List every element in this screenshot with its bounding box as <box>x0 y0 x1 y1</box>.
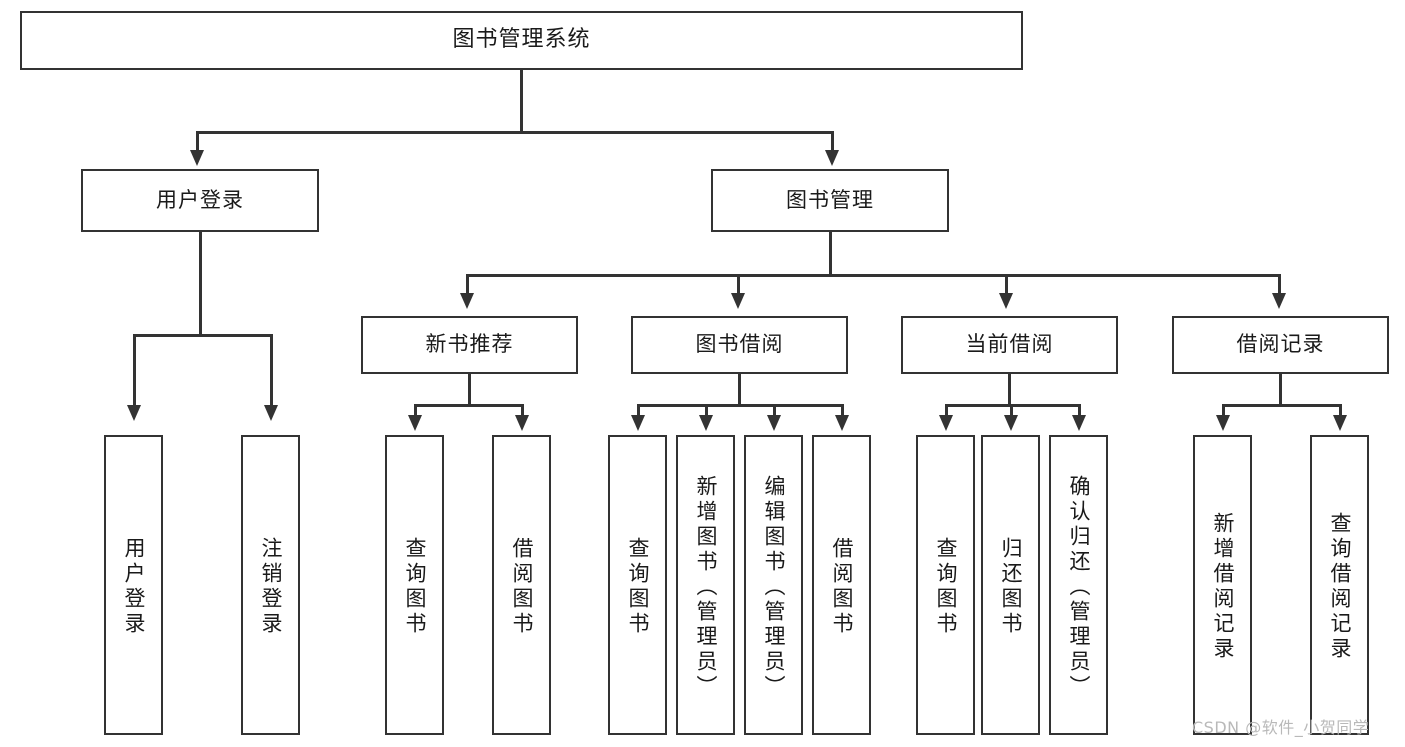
edge-book-borrow-drop-1 <box>637 404 640 418</box>
edge-current-borrow-bus <box>945 404 1081 407</box>
leaf-edit-book-admin-label: 编辑图书（管理员） <box>762 474 786 700</box>
node-current-borrow-label: 当前借阅 <box>965 332 1054 357</box>
arrow-to-book-mgmt <box>825 150 839 166</box>
edge-root-to-user-login <box>196 131 199 153</box>
edge-book-borrow-drop-3 <box>773 404 776 418</box>
edge-book-mgmt-drop-1 <box>466 274 469 296</box>
leaf-logout[interactable]: 注销登录 <box>241 435 300 735</box>
node-new-book-recommend-label: 新书推荐 <box>425 332 514 357</box>
edge-book-mgmt-stem <box>829 232 832 276</box>
edge-book-borrow-bus <box>637 404 844 407</box>
edge-user-login-drop-2 <box>270 334 273 408</box>
edge-new-book-rec-drop-1 <box>414 404 417 418</box>
leaf-logout-label: 注销登录 <box>259 537 283 637</box>
edge-user-login-stem <box>199 232 202 336</box>
edge-borrow-record-bus <box>1222 404 1341 407</box>
leaf-query-book-3-label: 查询图书 <box>934 537 958 637</box>
leaf-query-book-1[interactable]: 查询图书 <box>385 435 444 735</box>
leaf-query-book-2-label: 查询图书 <box>626 537 650 637</box>
leaf-query-borrow-record-label: 查询借阅记录 <box>1328 512 1352 662</box>
node-user-login[interactable]: 用户登录 <box>81 169 319 232</box>
edge-user-login-bus <box>133 334 272 337</box>
edge-borrow-record-stem <box>1279 374 1282 406</box>
edge-book-borrow-drop-4 <box>841 404 844 418</box>
leaf-query-book-3[interactable]: 查询图书 <box>916 435 975 735</box>
leaf-confirm-return-admin[interactable]: 确认归还（管理员） <box>1049 435 1108 735</box>
edge-user-login-drop-1 <box>133 334 136 408</box>
leaf-confirm-return-admin-label: 确认归还（管理员） <box>1067 474 1091 700</box>
edge-root-to-book-mgmt <box>831 131 834 153</box>
node-current-borrow[interactable]: 当前借阅 <box>901 316 1118 374</box>
edge-borrow-record-drop-2 <box>1339 404 1342 418</box>
leaf-query-book-2[interactable]: 查询图书 <box>608 435 667 735</box>
edge-root-stem <box>520 70 523 133</box>
node-book-management[interactable]: 图书管理 <box>711 169 949 232</box>
arrow-to-borrow-record <box>1272 293 1286 309</box>
arrow-to-new-book-rec <box>460 293 474 309</box>
arrow-to-leaf-confirm-return-admin <box>1072 415 1086 431</box>
node-book-management-label: 图书管理 <box>786 187 874 212</box>
arrow-to-leaf-borrow-book-1 <box>515 415 529 431</box>
leaf-edit-book-admin[interactable]: 编辑图书（管理员） <box>744 435 803 735</box>
arrow-to-leaf-query-book-1 <box>408 415 422 431</box>
arrow-to-leaf-borrow-book-2 <box>835 415 849 431</box>
leaf-query-book-1-label: 查询图书 <box>403 537 427 637</box>
leaf-borrow-book-2[interactable]: 借阅图书 <box>812 435 871 735</box>
leaf-return-book[interactable]: 归还图书 <box>981 435 1040 735</box>
leaf-borrow-book-1-label: 借阅图书 <box>510 537 534 637</box>
edge-book-mgmt-drop-3 <box>1005 274 1008 296</box>
leaf-add-borrow-record-label: 新增借阅记录 <box>1211 512 1235 662</box>
leaf-borrow-book-1[interactable]: 借阅图书 <box>492 435 551 735</box>
edge-book-mgmt-bus <box>466 274 1280 277</box>
node-root-label: 图书管理系统 <box>452 27 591 53</box>
node-book-borrow[interactable]: 图书借阅 <box>631 316 848 374</box>
node-borrow-record[interactable]: 借阅记录 <box>1172 316 1389 374</box>
leaf-borrow-book-2-label: 借阅图书 <box>830 537 854 637</box>
edge-book-borrow-drop-2 <box>705 404 708 418</box>
arrow-to-leaf-edit-book-admin <box>767 415 781 431</box>
leaf-return-book-label: 归还图书 <box>999 537 1023 637</box>
node-user-login-label: 用户登录 <box>156 187 244 212</box>
leaf-add-book-admin[interactable]: 新增图书（管理员） <box>676 435 735 735</box>
arrow-to-leaf-add-borrow-record <box>1216 415 1230 431</box>
edge-current-borrow-drop-3 <box>1078 404 1081 418</box>
leaf-add-book-admin-label: 新增图书（管理员） <box>694 474 718 700</box>
arrow-to-leaf-add-book-admin <box>699 415 713 431</box>
arrow-to-leaf-query-book-2 <box>631 415 645 431</box>
node-book-borrow-label: 图书借阅 <box>695 332 784 357</box>
arrow-to-leaf-query-book-3 <box>939 415 953 431</box>
edge-book-mgmt-drop-4 <box>1278 274 1281 296</box>
leaf-add-borrow-record[interactable]: 新增借阅记录 <box>1193 435 1252 735</box>
edge-current-borrow-stem <box>1008 374 1011 406</box>
arrow-to-leaf-logout <box>264 405 278 421</box>
leaf-query-borrow-record[interactable]: 查询借阅记录 <box>1310 435 1369 735</box>
arrow-to-leaf-query-borrow-record <box>1333 415 1347 431</box>
node-borrow-record-label: 借阅记录 <box>1236 332 1325 357</box>
node-root[interactable]: 图书管理系统 <box>20 11 1023 70</box>
edge-book-mgmt-drop-2 <box>737 274 740 296</box>
edge-new-book-rec-bus <box>414 404 524 407</box>
node-new-book-recommend[interactable]: 新书推荐 <box>361 316 578 374</box>
arrow-to-leaf-user-login <box>127 405 141 421</box>
arrow-to-book-borrow <box>731 293 745 309</box>
csdn-watermark: CSDN @软件_小贺同学 <box>1192 718 1370 737</box>
edge-current-borrow-drop-2 <box>1010 404 1013 418</box>
edge-book-borrow-stem <box>738 374 741 406</box>
leaf-user-login[interactable]: 用户登录 <box>104 435 163 735</box>
edge-new-book-rec-drop-2 <box>521 404 524 418</box>
edge-root-bus <box>196 131 833 134</box>
arrow-to-leaf-return-book <box>1004 415 1018 431</box>
edge-new-book-rec-stem <box>468 374 471 406</box>
arrow-to-current-borrow <box>999 293 1013 309</box>
edge-borrow-record-drop-1 <box>1222 404 1225 418</box>
leaf-user-login-label: 用户登录 <box>122 537 146 637</box>
arrow-to-user-login <box>190 150 204 166</box>
edge-current-borrow-drop-1 <box>945 404 948 418</box>
